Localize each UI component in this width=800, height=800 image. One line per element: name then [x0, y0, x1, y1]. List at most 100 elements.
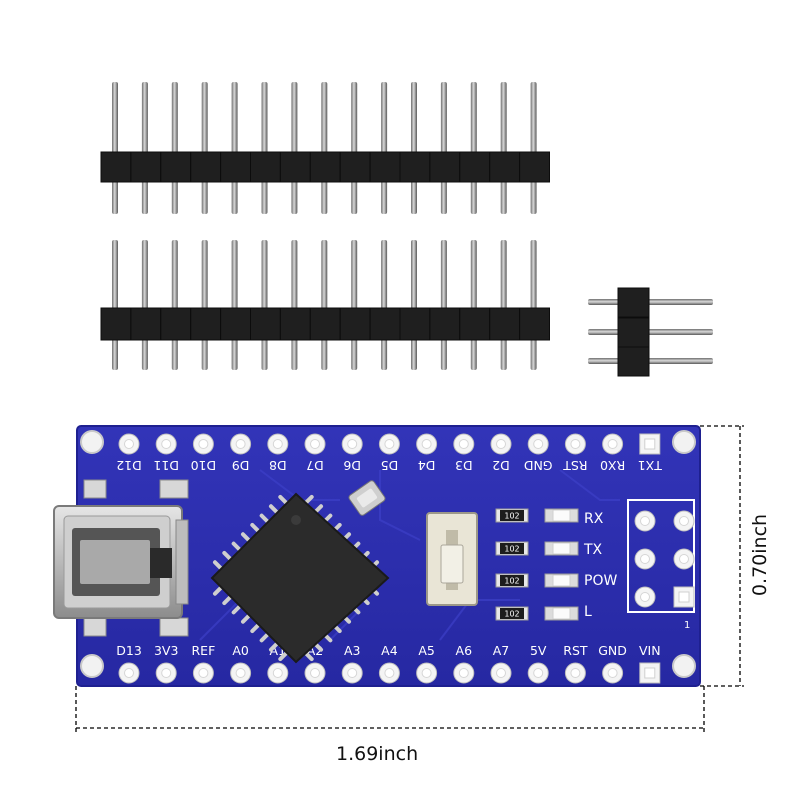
chip-pin [250, 522, 261, 534]
chip-pin [222, 550, 233, 562]
smd-resistor [500, 608, 524, 619]
header-plastic-block [459, 307, 491, 341]
pin-label: D3 [455, 458, 473, 473]
chip-pin [278, 650, 289, 662]
chip-pin [231, 604, 242, 615]
chip-pin [240, 613, 252, 624]
chip-pin [268, 504, 280, 515]
mounting-hole [80, 654, 104, 678]
header-pin [291, 240, 298, 370]
pin-label: A7 [493, 643, 510, 658]
header-pin [470, 240, 477, 370]
header-plastic-block [250, 307, 281, 341]
pin-label: D2 [492, 458, 510, 473]
chip-pin [259, 513, 270, 524]
header-plastic-block [617, 287, 650, 318]
header-plastic-block [100, 307, 132, 341]
pin-label: D9 [232, 458, 250, 473]
crystal-oscillator [348, 480, 386, 516]
header-pin [261, 240, 268, 370]
pin-label: TX1 [638, 458, 663, 473]
header-plastic-block [100, 151, 132, 183]
header-pin [588, 329, 713, 335]
header-plastic-block [130, 307, 162, 341]
header-pin [588, 358, 713, 364]
header-pin [201, 82, 208, 214]
chip-pin [278, 494, 289, 506]
header-pin [321, 82, 328, 214]
header-plastic-block [130, 151, 162, 183]
resistor-code: 102 [504, 512, 519, 521]
header-pin [141, 240, 148, 370]
header-pin [411, 82, 417, 214]
header-plastic-block [399, 151, 431, 183]
header-plastic-block [250, 151, 281, 183]
header-plastic-block [519, 307, 550, 341]
header-pin [291, 82, 298, 214]
header-plastic-block [429, 307, 461, 341]
header-pin [440, 82, 447, 214]
smd-led [552, 607, 571, 620]
header-pin [201, 240, 208, 370]
pin-label: D5 [381, 458, 399, 473]
header-pin [500, 82, 507, 214]
smd-resistor [500, 543, 524, 554]
header-pin [411, 240, 417, 370]
pin-label: D7 [306, 458, 324, 473]
chip-pin [231, 541, 242, 552]
smd-resistor [500, 510, 524, 521]
icsp-pin-1-marker: 1 [684, 620, 690, 631]
header-plastic-block [519, 151, 550, 183]
icsp-header: 1 [627, 499, 695, 631]
mini-usb-connector [53, 479, 189, 637]
pin-label: RST [563, 458, 588, 473]
header-plastic-block [399, 307, 431, 341]
header-pin [351, 82, 358, 214]
led-label: TX [583, 542, 603, 558]
smd-led [552, 574, 571, 587]
header-plastic-block [220, 307, 252, 341]
pin-label: A4 [381, 643, 398, 658]
pin-label: A6 [456, 643, 473, 658]
pin-label: D12 [116, 458, 142, 473]
header-plastic-block [160, 307, 192, 341]
pin-header-3pin [588, 287, 713, 377]
pin-label: VIN [639, 643, 661, 658]
resistor-code: 102 [504, 577, 519, 586]
header-pin [440, 240, 447, 370]
pin-label: 5V [530, 643, 547, 658]
led-label: POW [584, 573, 617, 589]
header-pin [351, 240, 358, 370]
header-plastic-block [279, 307, 311, 341]
chip-pin [259, 632, 270, 643]
mounting-hole [672, 654, 696, 678]
header-pin [231, 82, 238, 214]
pin-label: D6 [343, 458, 361, 473]
header-plastic-block [309, 307, 341, 341]
header-pin [171, 82, 178, 214]
header-pin [530, 82, 537, 214]
header-plastic-block [429, 151, 461, 183]
pin-label: REF [192, 643, 216, 658]
pin-label: D11 [153, 458, 179, 473]
pin-label: A0 [232, 643, 249, 658]
header-pin [231, 240, 238, 370]
header-plastic-block [459, 151, 491, 183]
chip-pin [240, 532, 252, 543]
led-label: L [584, 604, 592, 620]
header-pin [141, 82, 148, 214]
resistor-code: 102 [504, 545, 519, 554]
chip-pin [222, 594, 233, 606]
led-label: RX [584, 511, 604, 527]
dimension-lines [75, 425, 744, 732]
pin-label: GND [598, 643, 627, 658]
pin-header-strip-middle [100, 240, 550, 370]
pin-label: D4 [418, 458, 436, 473]
header-pin [171, 240, 178, 370]
width-dimension-label: 1.69inch [336, 743, 419, 765]
